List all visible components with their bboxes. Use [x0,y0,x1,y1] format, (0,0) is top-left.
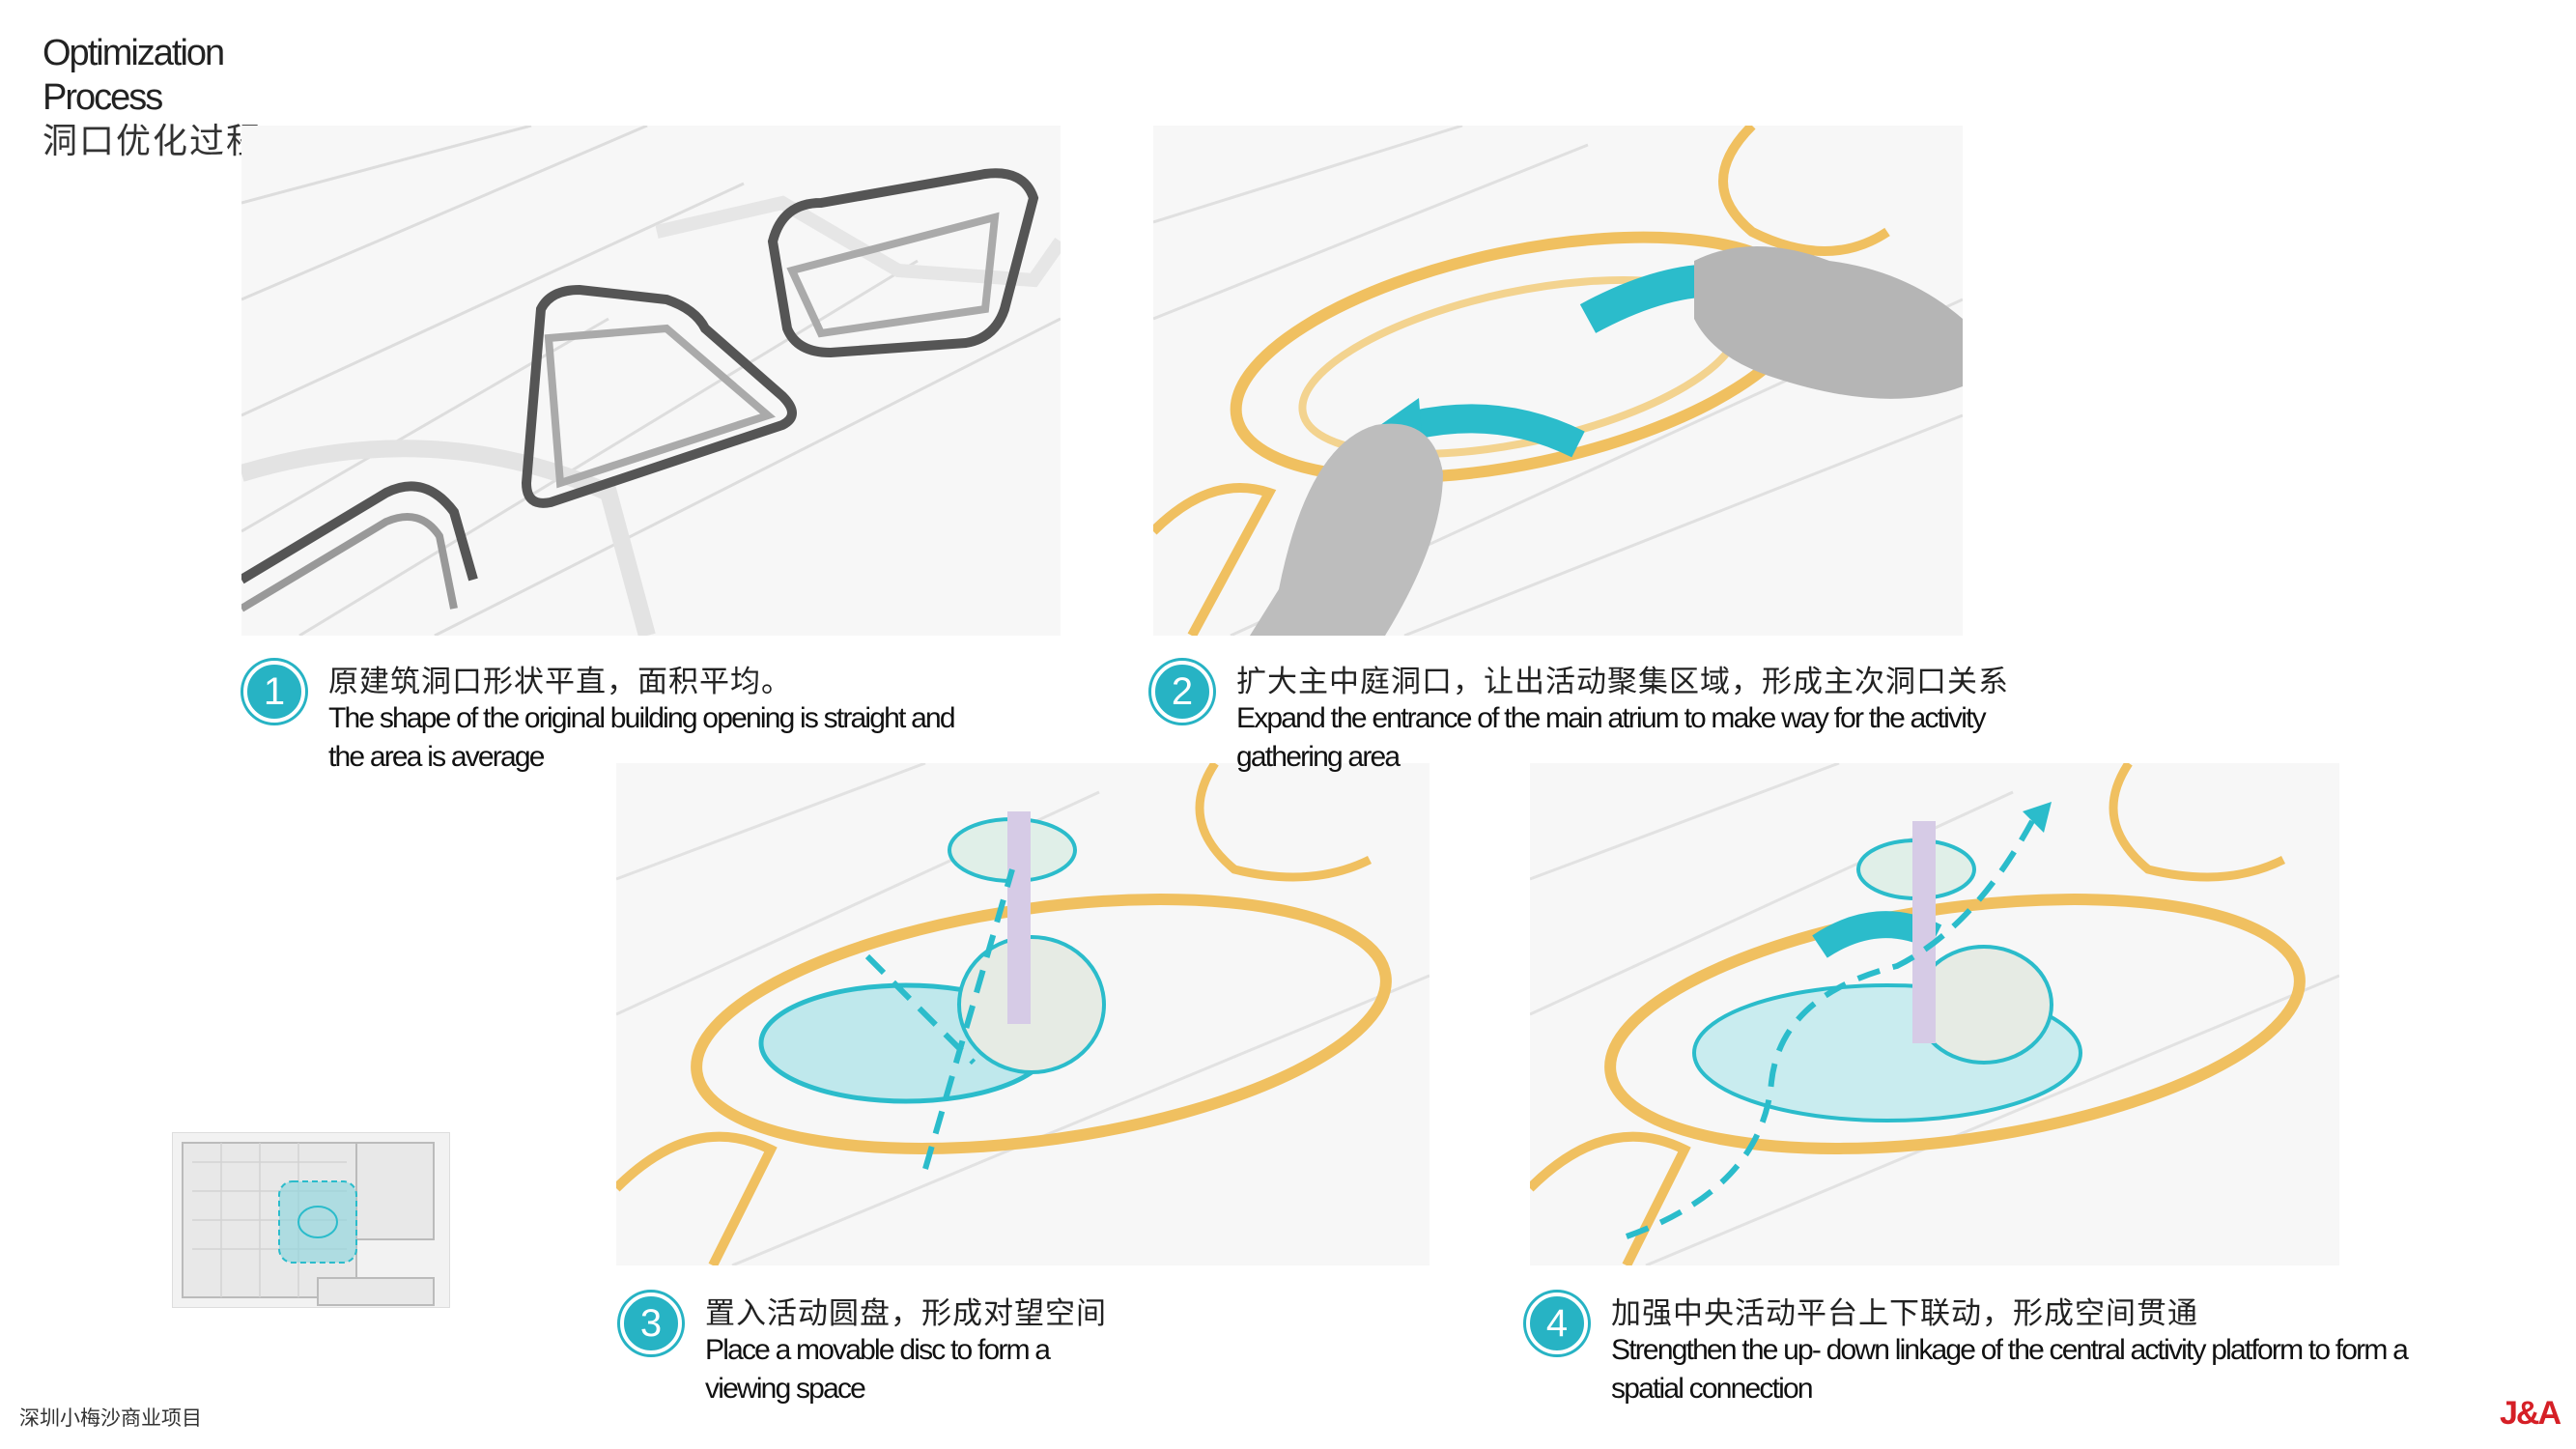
title-zh: 洞口优化过程 [42,122,264,161]
page-title: Optimization Process 洞口优化过程 [42,31,263,164]
title-en-line2: Process [42,77,163,118]
title-en-line1: Optimization [42,33,225,73]
step-text-zh-1: 原建筑洞口形状平直，面积平均。 [328,665,792,699]
step-text-en-3: Place a movable disc to form a viewing s… [705,1334,1051,1405]
step-text-en-1: The shape of the original building openi… [328,702,956,773]
panel-1-illustration [241,126,1061,636]
key-plan-thumbnail [172,1132,450,1308]
diagram-panel-1 [241,126,1061,636]
panel-3-illustration [616,763,1430,1265]
diagram-panel-2 [1153,126,1963,636]
step-number-badge-2: 2 [1151,661,1213,723]
panel-4-illustration [1530,763,2339,1265]
step-number-badge-4: 4 [1526,1293,1588,1354]
key-plan-drawing [182,1142,435,1306]
step-text-en-4: Strengthen the up- down linkage of the c… [1611,1334,2409,1405]
step-text-en-2: Expand the entrance of the main atrium t… [1236,702,1987,773]
step-text-zh-4: 加强中央活动平台上下联动，形成空间贯通 [1611,1296,2198,1331]
step-text-zh-3: 置入活动圆盘，形成对望空间 [705,1296,1107,1331]
step-number-badge-1: 1 [243,661,305,723]
company-logo: J&A [2500,1395,2562,1432]
step-number-badge-3: 3 [620,1293,682,1354]
step-text-zh-2: 扩大主中庭洞口，让出活动聚集区域，形成主次洞口关系 [1236,665,2009,699]
panel-2-illustration [1153,126,1963,636]
diagram-panel-4 [1530,763,2339,1265]
footer-project-name: 深圳小梅沙商业项目 [19,1406,202,1430]
diagram-panel-3 [616,763,1430,1265]
